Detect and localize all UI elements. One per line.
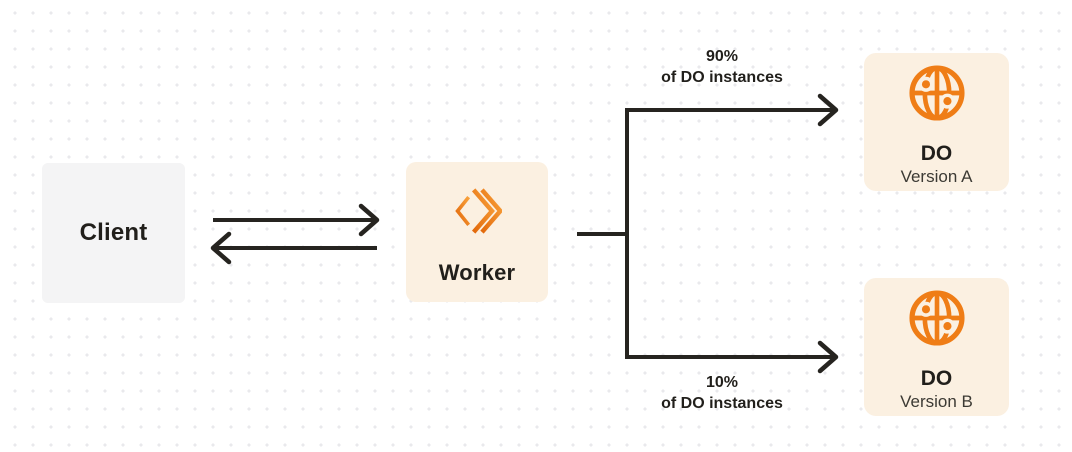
top-branch-label: 90% of DO instances bbox=[627, 46, 817, 88]
cloudflare-workers-logo-icon bbox=[452, 184, 504, 238]
do-version-b-title: DO bbox=[920, 367, 953, 390]
durable-object-globe-icon bbox=[908, 64, 966, 122]
top-branch-percent: 90% bbox=[705, 48, 739, 65]
do-version-b-node: DO Version B bbox=[864, 278, 1009, 416]
do-version-a-title: DO bbox=[920, 142, 953, 165]
worker-label: Worker bbox=[438, 260, 516, 285]
durable-object-globe-icon bbox=[908, 289, 966, 347]
do-version-a-subtitle: Version A bbox=[900, 167, 973, 186]
bottom-branch-label: 10% of DO instances bbox=[627, 372, 817, 414]
worker-node: Worker bbox=[406, 162, 548, 302]
client-node: Client bbox=[42, 163, 185, 303]
do-version-b-subtitle: Version B bbox=[900, 392, 973, 411]
arrow-client-to-worker-head bbox=[358, 203, 380, 237]
arrow-to-do-a-head bbox=[817, 93, 839, 127]
bottom-branch-percent: 10% bbox=[705, 374, 739, 391]
bottom-branch-caption: of DO instances bbox=[661, 395, 783, 412]
client-label: Client bbox=[79, 219, 148, 246]
do-version-a-node: DO Version A bbox=[864, 53, 1009, 191]
top-branch-caption: of DO instances bbox=[661, 69, 783, 86]
arrow-to-do-b-head bbox=[817, 340, 839, 374]
arrow-worker-to-client-head bbox=[210, 231, 232, 265]
